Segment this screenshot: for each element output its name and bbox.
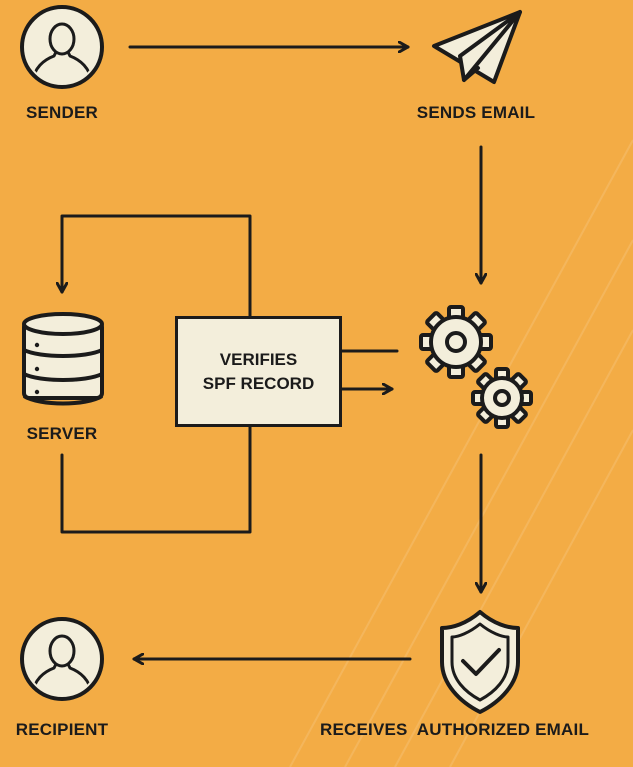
server-label: SERVER [26, 424, 98, 443]
recipient-label: RECIPIENT [15, 720, 109, 739]
shield-check-icon [440, 610, 520, 714]
receives-authorized-email-label: RECEIVES AUTHORIZED EMAIL [320, 720, 590, 739]
verify-line-2: SPF RECORD [202, 373, 315, 393]
verify-spf-box: VERIFIES SPF RECORD [175, 316, 342, 427]
loop-verify-to-server-top [62, 214, 252, 318]
gears-icon [419, 305, 533, 429]
recipient-user-icon [20, 617, 104, 701]
verify-line-1: VERIFIES [219, 349, 298, 369]
sends-email-label: SENDS EMAIL [416, 103, 536, 122]
loop-server-to-verify-bottom [60, 425, 252, 534]
paper-plane-icon [432, 10, 522, 84]
database-icon [22, 312, 104, 406]
sender-user-icon [20, 5, 104, 89]
sender-label: SENDER [25, 103, 99, 122]
